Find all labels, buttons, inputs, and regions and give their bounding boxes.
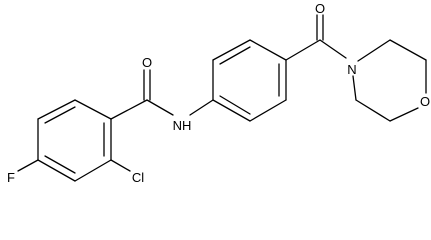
- bond: [249, 99, 287, 122]
- bond: [212, 39, 251, 61]
- bond-to-n: [319, 39, 347, 59]
- molecule-structure-diagram: O NH O N O F Cl: [7, 1, 430, 185]
- bond: [355, 99, 391, 122]
- atom-label-fluorine: F: [7, 170, 15, 185]
- atom-label-chlorine: Cl: [132, 170, 144, 185]
- double-bond-inner: [44, 106, 76, 124]
- fluoro-chloro-benzene-ring: [37, 99, 112, 182]
- atom-label-amide-oxygen: O: [142, 55, 152, 70]
- atom-label-carbonyl-oxygen: O: [315, 1, 325, 16]
- double-bond-inner: [44, 155, 76, 174]
- bond-to-nh: [146, 99, 174, 116]
- bond: [352, 75, 357, 101]
- double-bond-inner: [219, 95, 251, 115]
- bond: [212, 99, 251, 122]
- atom-label-morpholine-nitrogen: N: [347, 62, 356, 77]
- morpholine-ring: [352, 39, 427, 122]
- bond-to-fluorine: [17, 159, 39, 172]
- bond: [357, 39, 391, 62]
- phenylene-ring: [212, 39, 287, 122]
- bond: [389, 107, 419, 122]
- morpholine-carbonyl: [285, 14, 347, 61]
- bond: [37, 159, 76, 182]
- bond: [37, 99, 76, 120]
- double-bond-inner: [219, 46, 251, 65]
- amide-group: [110, 69, 214, 120]
- bond: [74, 99, 112, 120]
- atom-label-nh: NH: [173, 118, 192, 133]
- atom-label-morpholine-oxygen: O: [420, 94, 430, 109]
- bond: [249, 39, 287, 61]
- bond-nh-to-ring: [189, 99, 214, 116]
- bond: [389, 39, 427, 61]
- bond: [285, 39, 321, 61]
- structure-svg: O NH O N O F Cl: [7, 1, 430, 185]
- bond: [110, 99, 148, 120]
- bond-to-chlorine: [110, 159, 131, 172]
- bond: [74, 159, 112, 182]
